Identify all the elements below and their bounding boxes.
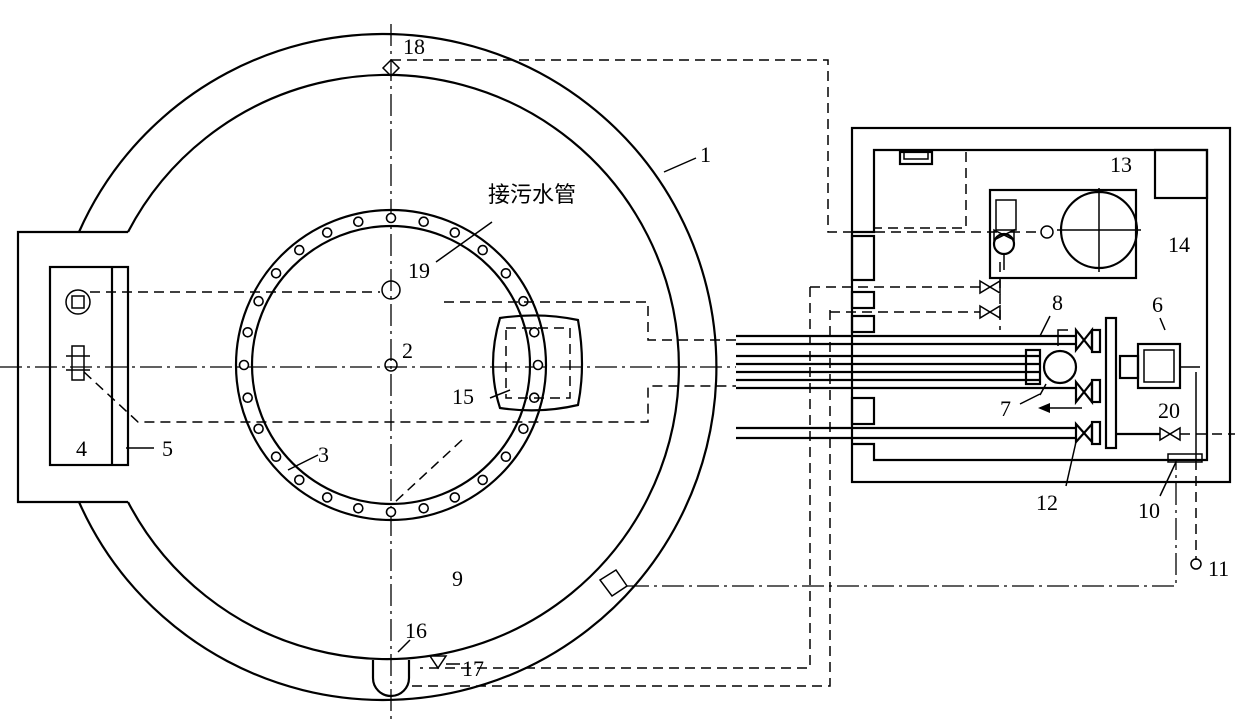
- probe-box: [598, 568, 629, 598]
- label-8: 8: [1052, 290, 1063, 315]
- label-sewage-pipe: 接污水管: [488, 183, 576, 208]
- label-1: 1: [700, 142, 711, 167]
- label-11: 11: [1208, 556, 1229, 581]
- label-3: 3: [318, 442, 329, 467]
- callout-labels: 1 2 3 4 5 6 7 8 9 10 11 12 13 14 15 16 1…: [76, 34, 1229, 681]
- bolt-hole: [500, 267, 512, 279]
- bolt-hole: [352, 216, 364, 227]
- bolt-hole: [385, 212, 397, 224]
- leader-lines: [126, 157, 1177, 665]
- bolt-hole: [242, 326, 253, 338]
- bypass-line: [1116, 372, 1235, 463]
- label-6: 6: [1152, 292, 1163, 317]
- bolt-hole: [500, 451, 512, 463]
- bolt-hole: [449, 492, 461, 503]
- label-12: 12: [1036, 490, 1058, 515]
- central-well: [234, 208, 548, 522]
- bolt-hole: [418, 502, 430, 514]
- label-5: 5: [162, 436, 173, 461]
- label-7: 7: [1000, 396, 1011, 421]
- drain-marker: [428, 655, 448, 670]
- label-18: 18: [403, 34, 425, 59]
- vacuum-tank: [988, 188, 1141, 280]
- pump-assembly: [1024, 316, 1200, 450]
- bolt-hole: [242, 392, 253, 404]
- label-9: 9: [452, 566, 463, 591]
- bolt-hole: [293, 474, 305, 486]
- bolt-hole: [270, 451, 282, 463]
- label-14: 14: [1168, 232, 1190, 257]
- bolt-hole: [253, 423, 264, 435]
- label-20: 20: [1158, 398, 1180, 423]
- discharge-pipes: [736, 334, 1076, 440]
- bolt-hole: [477, 244, 489, 256]
- label-2: 2: [402, 338, 413, 363]
- label-19: 19: [408, 258, 430, 283]
- label-16: 16: [405, 618, 427, 643]
- bolt-hole: [238, 359, 250, 371]
- bolt-hole: [270, 267, 282, 279]
- bolt-hole: [352, 502, 364, 514]
- signal-line: [627, 460, 1202, 587]
- bolt-hole: [321, 227, 333, 238]
- bolt-hole: [477, 474, 489, 486]
- small-valves: [979, 279, 1001, 320]
- bolt-hole: [518, 423, 529, 435]
- bolt-hole: [253, 295, 264, 307]
- level-sensor-diamond: [381, 58, 401, 78]
- bolt-hole: [385, 506, 397, 518]
- bolt-ring: [238, 212, 544, 518]
- bolt-hole: [518, 295, 529, 307]
- bolt-hole: [532, 359, 544, 371]
- bolt-hole: [418, 216, 430, 227]
- label-10: 10: [1138, 498, 1160, 523]
- label-15: 15: [452, 384, 474, 409]
- label-13: 13: [1110, 152, 1132, 177]
- wall-openings: [850, 234, 876, 426]
- label-4: 4: [76, 436, 87, 461]
- bolt-hole: [321, 492, 333, 503]
- center-lines: [0, 24, 736, 720]
- bolt-hole: [293, 244, 305, 256]
- dashed-pipelines: [83, 59, 1001, 687]
- bolt-hole: [449, 227, 461, 238]
- label-17: 17: [462, 656, 484, 681]
- inlet-box: [491, 314, 584, 412]
- control-box: [16, 230, 130, 504]
- bolt-hole: [528, 326, 540, 338]
- sump-pocket: [371, 660, 411, 698]
